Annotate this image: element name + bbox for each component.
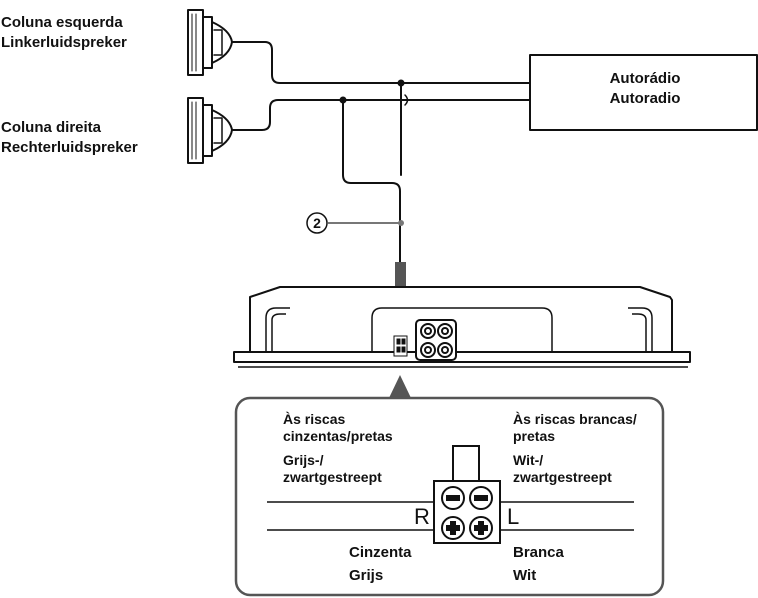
right-speaker-label-pt: Coluna direita [1, 119, 102, 136]
grey-wire-label-pt: Cinzenta [349, 544, 412, 561]
left-speaker-label-nl: Linkerluidspreker [1, 34, 127, 51]
white-stripe-label-nl-1: Wit-/ [513, 452, 544, 468]
amplifier-unit [233, 286, 691, 368]
right-speaker-wire [231, 99, 531, 131]
white-stripe-label-pt-2: pretas [513, 428, 556, 444]
left-speaker-icon [187, 9, 233, 76]
left-speaker-label-pt: Coluna esquerda [1, 14, 123, 31]
left-channel-marker: L [507, 504, 520, 529]
autoradio-label-pt: Autorádio [609, 70, 681, 87]
rca-jacks-icon [415, 319, 457, 361]
grey-stripe-label-nl-1: Grijs-/ [283, 452, 324, 468]
white-stripe-label-nl-2: zwartgestreept [513, 469, 612, 485]
white-wire-label-pt: Branca [513, 544, 564, 561]
speaker-input-connector-icon [393, 335, 408, 357]
grey-stripe-label-nl-2: zwartgestreept [283, 469, 382, 485]
connector-plug-icon [433, 445, 501, 544]
autoradio-label-nl: Autoradio [609, 90, 681, 107]
grey-stripe-label-pt-1: Às riscas [283, 411, 346, 427]
autoradio-box [529, 54, 758, 131]
right-speaker-label-nl: Rechterluidspreker [1, 139, 138, 156]
left-speaker-wire [231, 41, 531, 84]
callout-number: 2 [313, 215, 321, 231]
right-channel-marker: R [414, 504, 430, 529]
white-wire-label-nl: Wit [513, 567, 537, 584]
right-speaker-icon [187, 97, 233, 164]
white-stripe-label-pt-1: Às riscas brancas/ [513, 411, 637, 427]
callout-circle [306, 212, 328, 234]
grey-stripe-label-pt-2: cinzentas/pretas [283, 428, 393, 444]
grey-wire-label-nl: Grijs [349, 567, 384, 584]
